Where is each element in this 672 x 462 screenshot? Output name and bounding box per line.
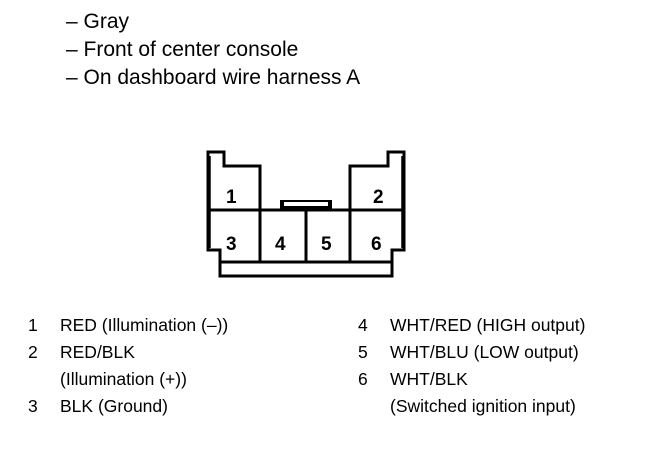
legend-text: WHT/RED (HIGH output) [390,312,585,339]
note-harness: – On dashboard wire harness A [66,66,361,89]
legend-line: RED/BLK [60,342,135,362]
legend-num: 2 [28,342,38,362]
legend-text: WHT/BLU (LOW output) [390,339,579,366]
legend-line: BLK (Ground) [60,396,168,416]
legend-line: WHT/RED (HIGH output) [390,315,586,335]
connector-diagram: 1 2 3 4 5 6 [206,150,406,278]
legend-num: 3 [28,396,38,416]
legend-line: RED (Illumination (–)) [60,315,229,335]
note-color: – Gray [66,10,130,33]
pin-6: 6 [371,234,382,255]
pin-4: 4 [275,234,286,255]
legend-num: 1 [28,315,38,335]
legend-row-1: 1 RED (Illumination (–)) [28,312,228,339]
latch-tab-inner [284,202,328,206]
pin-3: 3 [226,234,237,255]
legend-num: 6 [358,369,368,389]
legend-num: 4 [358,315,368,335]
note-location: – Front of center console [66,38,299,61]
legend-line: (Switched ignition input) [390,396,576,416]
legend-row-2: 2 RED/BLK (Illumination (+)) [28,339,228,393]
legend-text: WHT/BLK (Switched ignition input) [390,366,576,420]
legend-row-3: 3 BLK (Ground) [28,393,228,420]
legend-text: RED/BLK (Illumination (+)) [60,339,187,393]
pin-2: 2 [373,187,384,208]
pin-legend-right: 4 WHT/RED (HIGH output) 5 WHT/BLU (LOW o… [358,312,585,420]
pin-legend-left: 1 RED (Illumination (–)) 2 RED/BLK (Illu… [28,312,228,420]
connector-housing [206,150,406,278]
pin-1: 1 [226,187,237,208]
connector-notes: – Gray – Front of center console – On da… [66,8,360,92]
legend-line: WHT/BLU (LOW output) [390,342,579,362]
legend-line: WHT/BLK [390,369,468,389]
legend-row-4: 4 WHT/RED (HIGH output) [358,312,585,339]
legend-text: RED (Illumination (–)) [60,312,228,339]
legend-row-5: 5 WHT/BLU (LOW output) [358,339,585,366]
legend-num: 5 [358,342,368,362]
pin-5: 5 [321,234,332,255]
legend-text: BLK (Ground) [60,393,168,420]
legend-row-6: 6 WHT/BLK (Switched ignition input) [358,366,585,420]
legend-line: (Illumination (+)) [60,369,187,389]
